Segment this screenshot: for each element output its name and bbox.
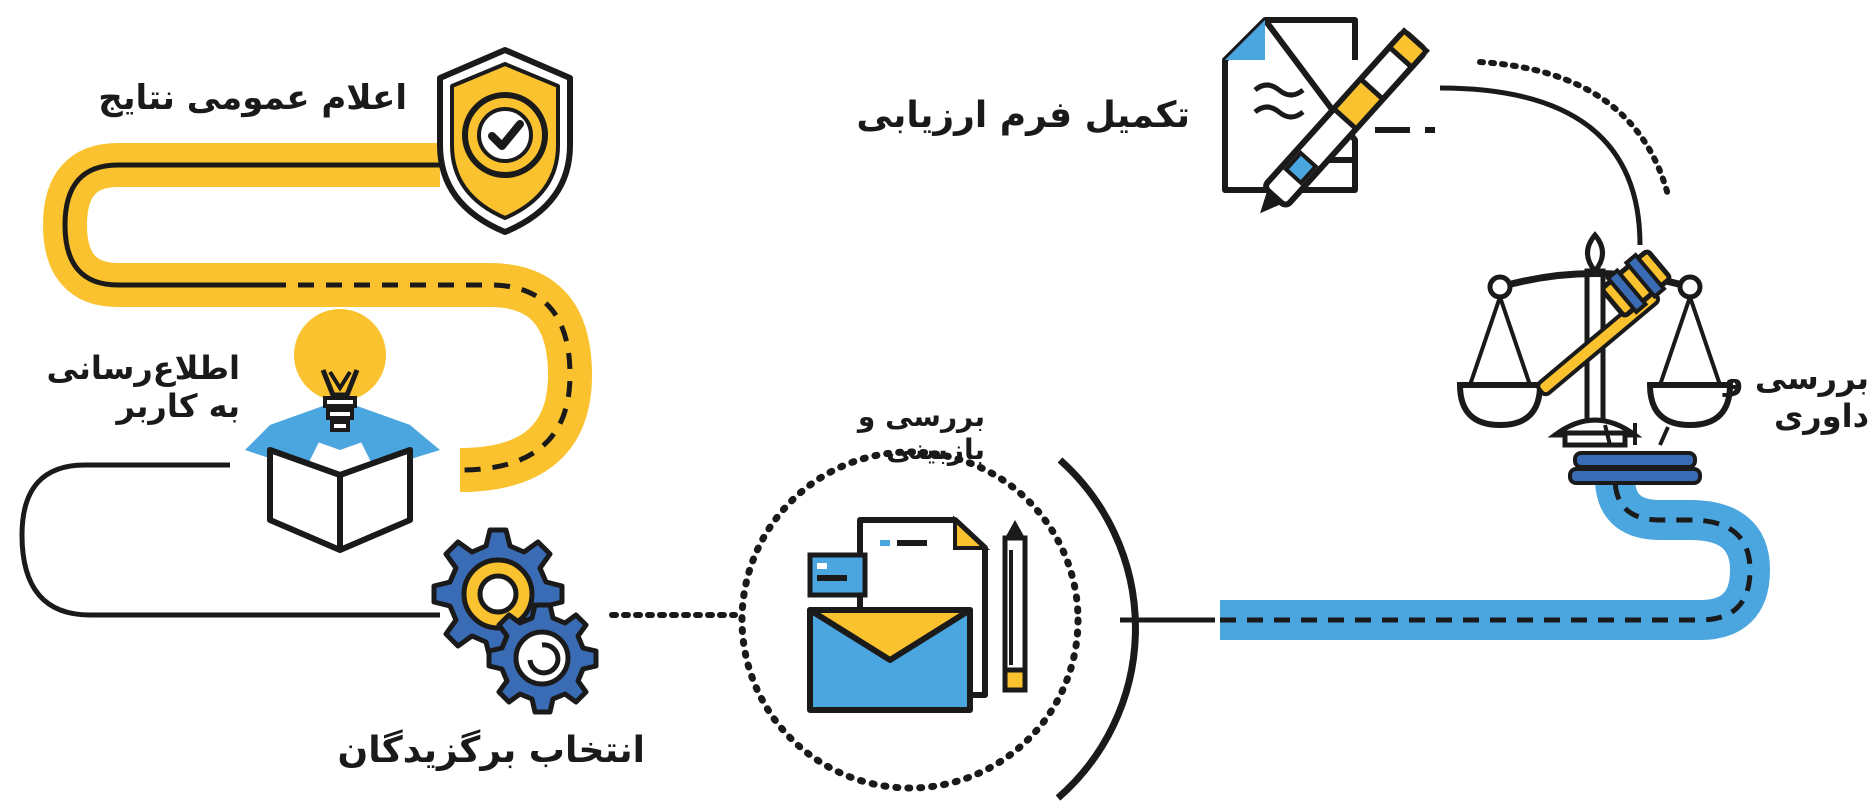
review-circle: [738, 448, 1215, 801]
scales-gavel-icon: [1456, 231, 1734, 485]
yellow-road: [43, 143, 592, 492]
review-revise-line2: بازبینی: [886, 433, 985, 467]
inform-user-label: اطلاع‌رسانی به کاربر: [46, 349, 240, 426]
mail-documents-icon: [807, 515, 1028, 713]
lightbulb-box-icon: [245, 309, 440, 553]
announce-results-label: اعلام عمومی نتایج: [98, 78, 407, 118]
top-right-arc: [1439, 59, 1671, 246]
review-revise-line1: بررسی و: [857, 400, 985, 433]
review-judge-line2: داوری: [1773, 396, 1869, 435]
review-revise-label: بررسی و بازبینی: [858, 400, 985, 466]
shield-check-icon: [437, 47, 573, 235]
blue-road: [1220, 458, 1770, 640]
gears-icon: [431, 527, 599, 715]
select-winners-label: انتخاب برگزیدگان: [337, 730, 645, 771]
review-judge-line1: بررسی و: [1723, 359, 1869, 397]
complete-form-label: تکمیل فرم ارزیابی: [856, 95, 1190, 136]
document-pen-icon: [1222, 17, 1435, 214]
inform-user-line2: به کاربر: [116, 386, 240, 425]
inform-user-line1: اطلاع‌رسانی: [46, 349, 240, 387]
black-connector-left: [19, 462, 440, 618]
review-judge-label: بررسی و داوری: [1723, 359, 1869, 436]
